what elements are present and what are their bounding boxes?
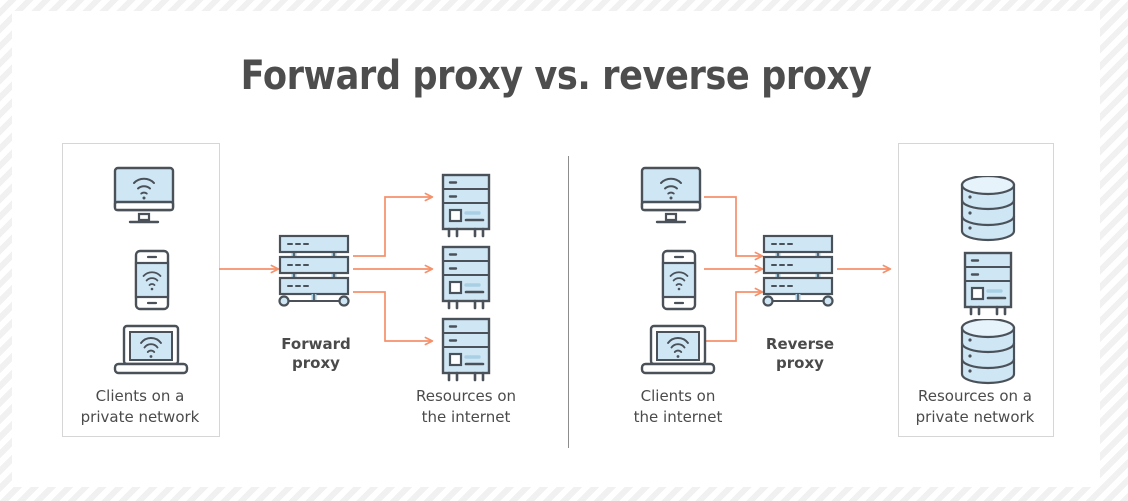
smartphone-wifi-icon bbox=[661, 249, 697, 311]
forward-proxy-label-line-2: proxy bbox=[292, 354, 340, 372]
resources-private-network-panel bbox=[898, 143, 1054, 437]
caption-line-2: private network bbox=[915, 408, 1035, 426]
reverse-proxy-label: Reverse proxy bbox=[740, 335, 860, 373]
caption-line-1: Clients on a bbox=[95, 387, 185, 405]
forward-proxy-rack-server-icon bbox=[278, 234, 350, 307]
caption-line-1: Resources on a bbox=[917, 387, 1033, 405]
caption-line-1: Resources on bbox=[415, 387, 517, 405]
forward-proxy-label: Forward proxy bbox=[256, 335, 376, 373]
laptop-wifi-icon bbox=[113, 324, 189, 375]
smartphone-wifi-icon bbox=[134, 249, 170, 311]
caption-line-2: the internet bbox=[633, 408, 723, 426]
resources-private-network-caption: Resources on a private network bbox=[898, 386, 1052, 428]
caption-line-2: private network bbox=[80, 408, 200, 426]
desktop-monitor-wifi-icon bbox=[640, 166, 702, 224]
caption-line-1: Clients on bbox=[640, 387, 716, 405]
tower-server-icon bbox=[441, 317, 491, 382]
clients-private-network-caption: Clients on a private network bbox=[62, 386, 218, 428]
caption-line-2: the internet bbox=[421, 408, 511, 426]
diagram-card: Forward proxy vs. reverse proxy bbox=[12, 11, 1100, 487]
tower-server-icon bbox=[441, 173, 491, 238]
clients-internet-caption: Clients on the internet bbox=[608, 386, 748, 428]
forward-proxy-label-line-1: Forward bbox=[281, 335, 351, 353]
reverse-proxy-label-line-1: Reverse bbox=[765, 335, 835, 353]
page-title: Forward proxy vs. reverse proxy bbox=[240, 53, 872, 99]
desktop-monitor-wifi-icon bbox=[113, 166, 175, 224]
reverse-proxy-label-line-2: proxy bbox=[776, 354, 824, 372]
reverse-proxy-rack-server-icon bbox=[762, 234, 834, 307]
tower-server-icon bbox=[963, 251, 1013, 316]
database-cylinder-icon bbox=[960, 176, 1016, 242]
section-divider bbox=[568, 156, 569, 448]
resources-internet-caption: Resources on the internet bbox=[396, 386, 536, 428]
laptop-wifi-icon bbox=[640, 324, 716, 375]
tower-server-icon bbox=[441, 245, 491, 310]
database-cylinder-icon bbox=[960, 319, 1016, 385]
clients-private-network-panel bbox=[62, 143, 220, 437]
